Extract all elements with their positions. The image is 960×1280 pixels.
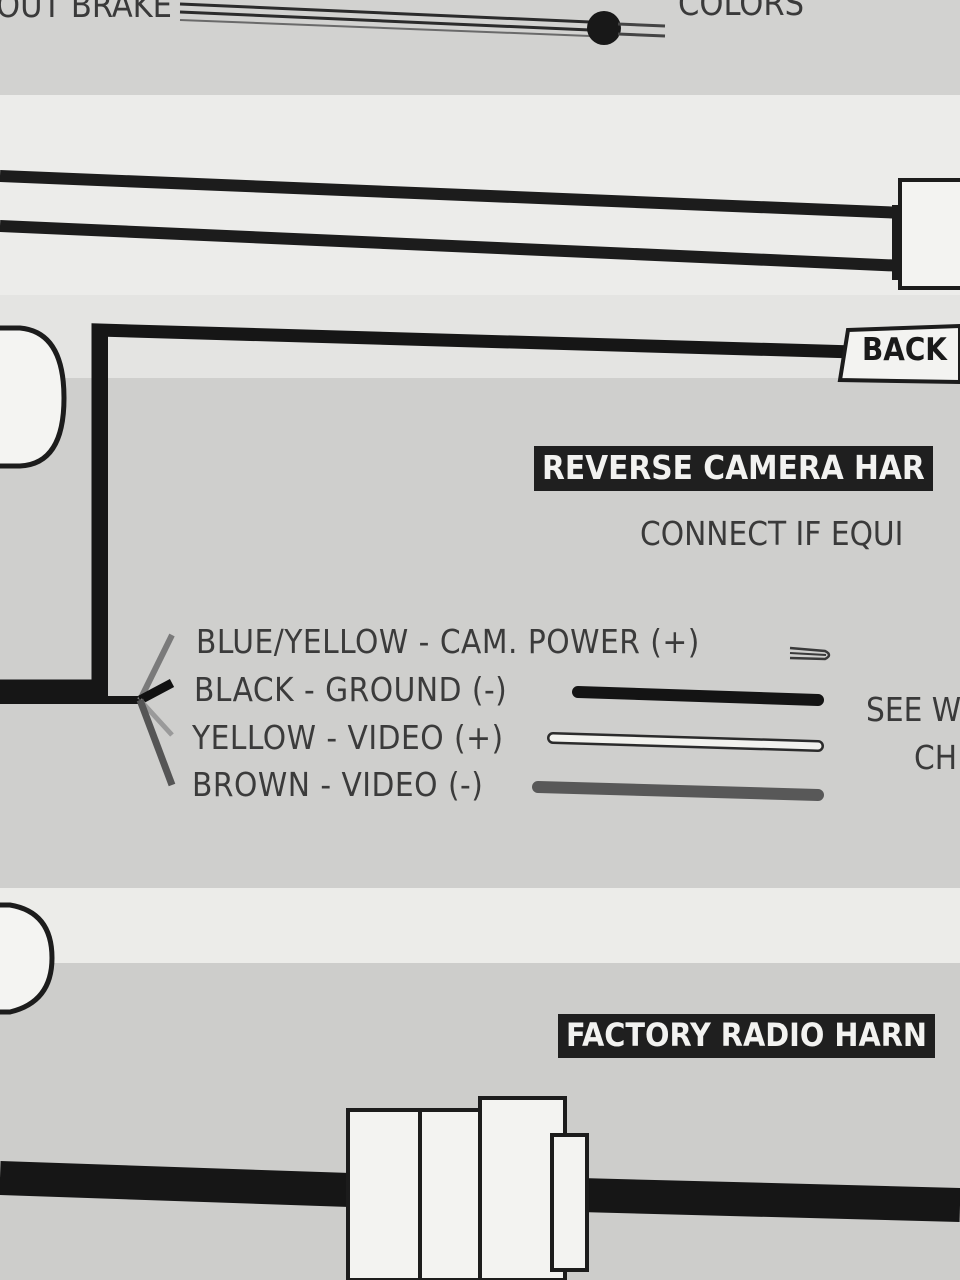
backup-tag-label: BACK <box>862 332 947 368</box>
lower-white-band <box>0 888 960 963</box>
left-connector-lower <box>0 902 55 1015</box>
top-wire-group <box>179 2 666 45</box>
see-note-line2: CH <box>914 738 958 777</box>
main-harness-wires <box>0 170 960 290</box>
factory-radio-header: FACTORY RADIO HARN <box>558 1014 935 1058</box>
left-connector-upper <box>0 325 67 469</box>
see-note-line1: SEE W <box>866 690 960 729</box>
splice-dot <box>587 11 621 45</box>
connect-if-equipped-note: CONNECT IF EQUI <box>640 514 904 553</box>
harness-fanout <box>0 633 176 787</box>
top-right-label: COLORS <box>678 0 805 24</box>
wire-tails <box>532 646 831 801</box>
backup-wire <box>0 323 960 696</box>
backup-tag-box <box>837 323 960 385</box>
wire-label-black: BLACK - GROUND (-) <box>194 670 508 709</box>
wire-label-yellow: YELLOW - VIDEO (+) <box>192 718 504 757</box>
factory-radio-connector <box>0 1096 960 1280</box>
wire-label-blue-yellow: BLUE/YELLOW - CAM. POWER (+) <box>196 622 700 661</box>
connector-block <box>898 178 960 290</box>
top-left-label: OUT BRAKE <box>0 0 173 26</box>
wire-label-brown: BROWN - VIDEO (-) <box>192 765 484 804</box>
reverse-camera-header: REVERSE CAMERA HAR <box>534 446 933 491</box>
